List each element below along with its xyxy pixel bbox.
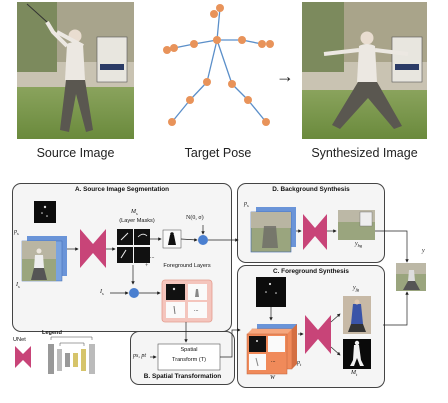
- multiply-node-noise: [198, 235, 208, 245]
- layer-masks-label: (Layer Masks): [119, 218, 155, 224]
- pose-joint: [266, 40, 274, 48]
- dots-label-stack: ...: [271, 358, 276, 364]
- w-label: W: [270, 375, 275, 381]
- pose-bone: [247, 99, 267, 123]
- pose-bone: [216, 7, 221, 41]
- pose-joint: [238, 36, 246, 44]
- synthesized-image: [302, 2, 427, 139]
- unet-background-icon: [303, 214, 327, 250]
- pose-joint: [213, 36, 221, 44]
- unet-foreground-icon: [305, 315, 331, 354]
- synthesized-image-caption: Synthesized Image: [311, 146, 418, 160]
- ps-label-a: ps: [14, 229, 19, 237]
- pose-bone: [171, 99, 191, 123]
- plus-label: +: [145, 263, 149, 269]
- mt-label: Mt: [351, 370, 358, 378]
- layer-mask-2: [134, 229, 150, 245]
- pose-joint: [170, 44, 178, 52]
- dots-label-fg: ...: [194, 307, 199, 313]
- spatial-transform-line1: Spatial: [180, 347, 198, 353]
- keypoint-map-target: [256, 277, 286, 307]
- pose-joint: [190, 40, 198, 48]
- pose-joint: [258, 40, 266, 48]
- panel-b-title: B. Spatial Transformation: [143, 373, 222, 380]
- panel-d-title: D. Background Synthesis: [272, 186, 350, 193]
- pt-label: pt: [297, 360, 302, 368]
- dots-label-masks: ...: [150, 254, 155, 260]
- pose-joint: [244, 96, 252, 104]
- pose-joint: [216, 4, 224, 12]
- panel-c-title: C. Foreground Synthesis: [273, 268, 349, 275]
- layer-mask-3: [117, 247, 133, 263]
- source-image-caption: Source Image: [36, 146, 115, 160]
- pose-joint: [168, 118, 176, 126]
- layer-mask-4: [134, 247, 150, 263]
- pose-skeleton: [163, 4, 274, 126]
- legend-unet-label: UNet: [13, 337, 26, 343]
- pose-bone: [216, 39, 233, 85]
- pose-joint: [163, 46, 171, 54]
- legend-unet-icon: [15, 346, 31, 368]
- layer-mask-1: [117, 229, 133, 245]
- yfg-label: yfg: [353, 285, 360, 293]
- panel-a-title: A. Source Image Segmentation: [74, 186, 170, 193]
- legend-title: Legend: [42, 330, 62, 336]
- pose-joint: [228, 80, 236, 88]
- pose-joint: [210, 10, 218, 18]
- target-pose-caption: Target Pose: [184, 146, 252, 160]
- multiply-node-layers: [129, 288, 139, 298]
- pose-joint: [186, 96, 194, 104]
- pose-bone: [189, 81, 208, 101]
- spatial-transform-line2: Transform (T): [172, 357, 206, 363]
- arrow-icon: →: [276, 66, 294, 86]
- pose-joint: [203, 78, 211, 86]
- unet-segmentation-icon: [80, 229, 106, 268]
- target-pose: [162, 4, 274, 136]
- legend-unet-diagram: [48, 336, 95, 374]
- pose-joint: [262, 118, 270, 126]
- keypoint-map-small: [34, 201, 56, 223]
- b-inputs-label: ps, pt: [133, 353, 147, 359]
- source-image: [17, 2, 134, 139]
- is-label-a2: Is: [100, 289, 104, 297]
- y-label: y: [422, 248, 425, 254]
- ps-label-d: ps: [244, 201, 249, 209]
- ybg-label: ybg: [355, 241, 363, 249]
- fg-layers-label: Foreground Layers: [163, 263, 211, 269]
- pose-bone: [206, 39, 218, 83]
- noise-label: N(0, σ): [186, 215, 204, 221]
- is-label-a: Is: [16, 282, 20, 290]
- ms-label: Ms: [131, 209, 138, 217]
